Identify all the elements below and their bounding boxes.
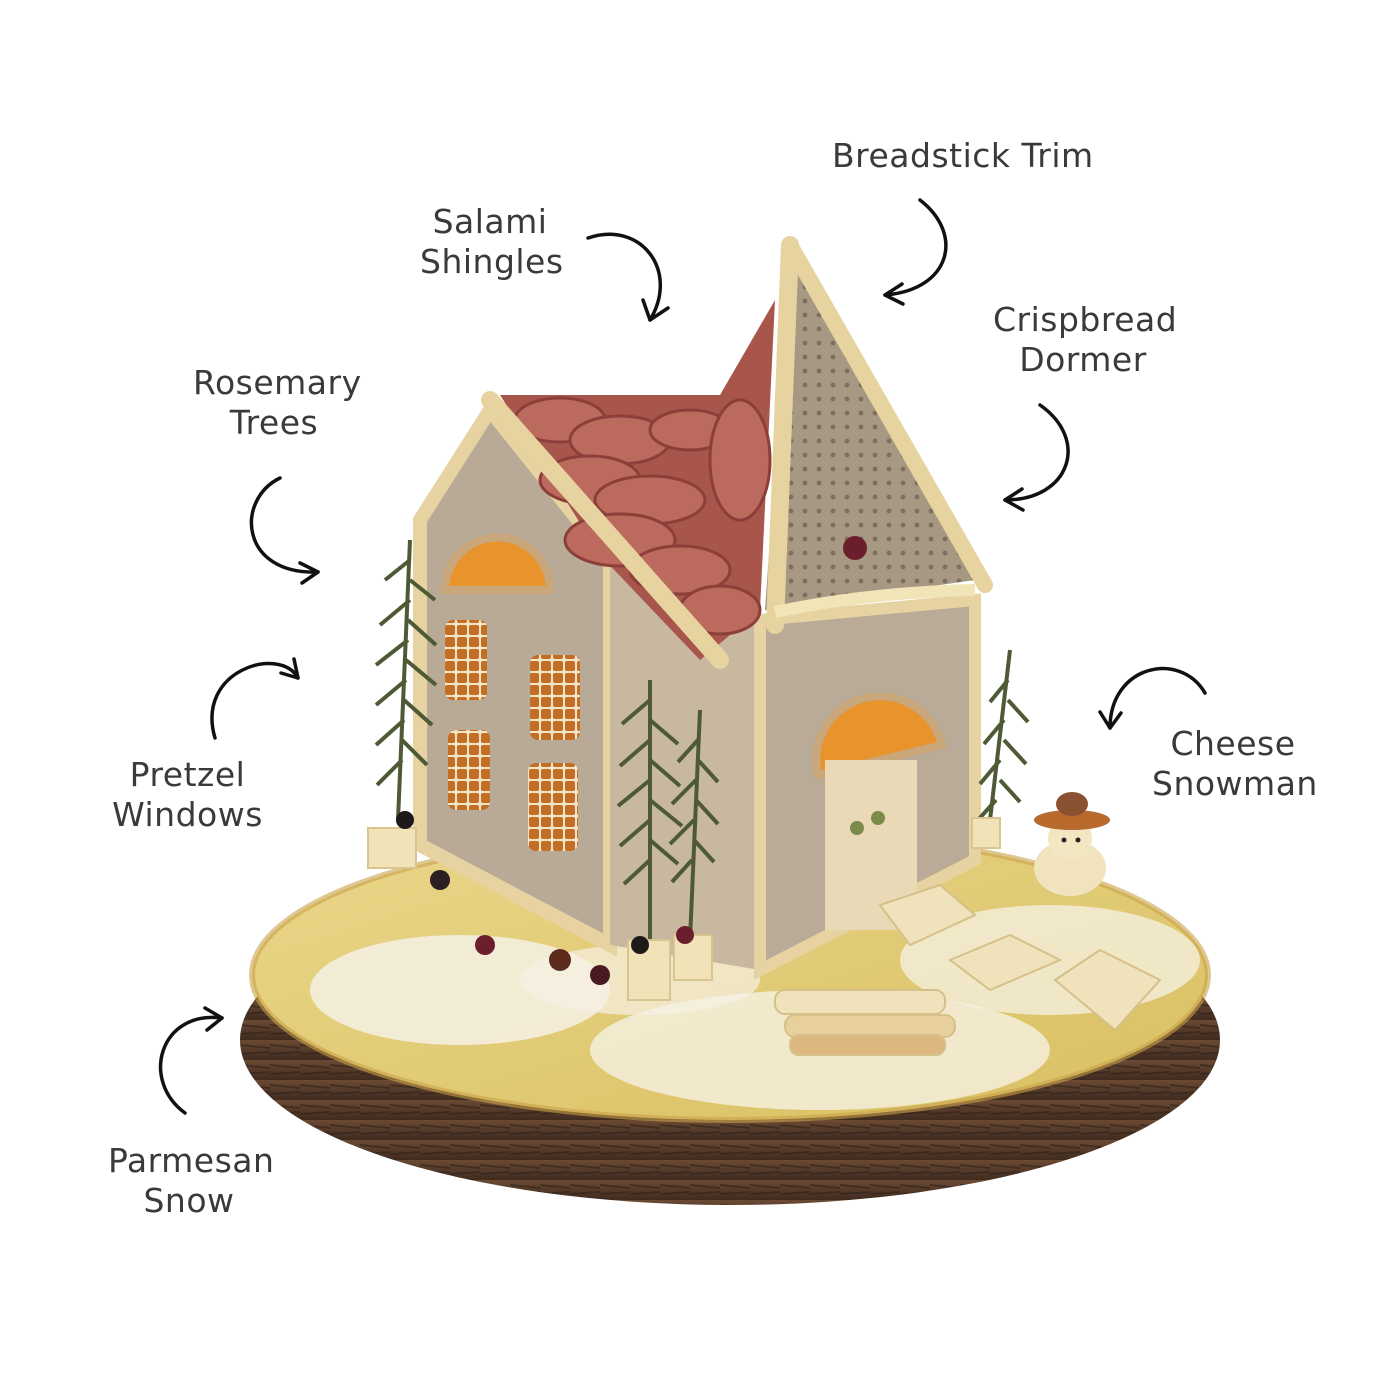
ground-crackers bbox=[774, 883, 1162, 1056]
label-line: Trees bbox=[229, 403, 319, 442]
label-rosemary-trees: Rosemary Trees bbox=[193, 363, 362, 443]
label-line: Cheese bbox=[1170, 724, 1296, 763]
label-line: Salami bbox=[432, 202, 548, 241]
label-line: Snowman bbox=[1152, 764, 1318, 803]
label-line: Parmesan bbox=[108, 1141, 275, 1180]
label-line: Breadstick Trim bbox=[832, 136, 1094, 175]
crispbread-dormer bbox=[765, 236, 993, 634]
label-pretzel-windows: Pretzel Windows bbox=[110, 755, 265, 835]
label-parmesan-snow: Parmesan Snow bbox=[108, 1141, 275, 1221]
label-breadstick-trim: Breadstick Trim bbox=[832, 136, 1094, 176]
label-line: Dormer bbox=[1019, 340, 1147, 379]
label-crispbread-dormer: Crispbread Dormer bbox=[993, 300, 1178, 380]
label-line: Pretzel bbox=[129, 755, 246, 794]
label-line: Snow bbox=[143, 1181, 235, 1220]
cheese-cubes bbox=[367, 817, 1001, 1001]
rosemary-trees bbox=[374, 539, 1030, 941]
label-line: Windows bbox=[112, 795, 263, 834]
pretzel-window-set bbox=[445, 620, 580, 851]
label-line: Rosemary bbox=[193, 363, 362, 402]
dried-orange-slices bbox=[440, 533, 947, 780]
label-salami-shingles: Salami Shingles bbox=[420, 202, 564, 282]
label-cheese-snowman: Cheese Snowman bbox=[1152, 724, 1318, 804]
salami-roof bbox=[481, 300, 775, 669]
cheese-snowman bbox=[1034, 792, 1110, 896]
label-line: Crispbread bbox=[993, 300, 1178, 339]
label-line: Shingles bbox=[420, 242, 564, 281]
nut-and-berry-pile bbox=[396, 536, 867, 985]
